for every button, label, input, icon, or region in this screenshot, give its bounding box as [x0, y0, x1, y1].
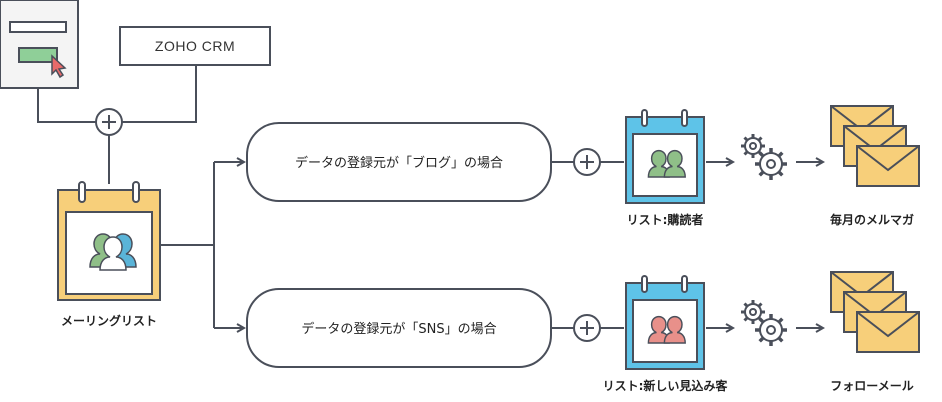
list-label: リスト:新しい見込み客: [603, 378, 729, 393]
envelopes-icon: [830, 105, 920, 187]
people-icon: [89, 233, 137, 271]
condition-pill-sns: データの登録元が「SNS」の場合: [246, 288, 552, 368]
condition-pill-blog: データの登録元が「ブログ」の場合: [246, 122, 552, 202]
mailing-list-icon: [57, 181, 161, 301]
plus-icon: [573, 314, 601, 342]
list-label: リスト:購読者: [627, 212, 704, 227]
cursor-icon: [51, 54, 67, 79]
email-label: 毎月のメルマガ: [830, 212, 914, 227]
zoho-crm-label: ZOHO CRM: [155, 38, 235, 54]
subscriber-list-icon: [625, 109, 705, 204]
zoho-crm-box: ZOHO CRM: [119, 26, 271, 66]
plus-icon: [573, 148, 601, 176]
new-prospect-list-icon: [625, 275, 705, 370]
gears-icon: [739, 298, 789, 348]
email-label: フォローメール: [830, 379, 914, 393]
crm-connector: [122, 65, 197, 123]
merge-plus-icon: [95, 108, 123, 136]
web-form-icon: [0, 0, 79, 89]
gears-icon: [739, 132, 789, 182]
mailing-list-label: メーリングリスト: [61, 313, 157, 328]
condition-text: データの登録元が「ブログ」の場合: [295, 155, 503, 171]
condition-text: データの登録元が「SNS」の場合: [301, 321, 496, 337]
form-connector: [37, 88, 96, 123]
envelopes-icon: [830, 271, 920, 353]
